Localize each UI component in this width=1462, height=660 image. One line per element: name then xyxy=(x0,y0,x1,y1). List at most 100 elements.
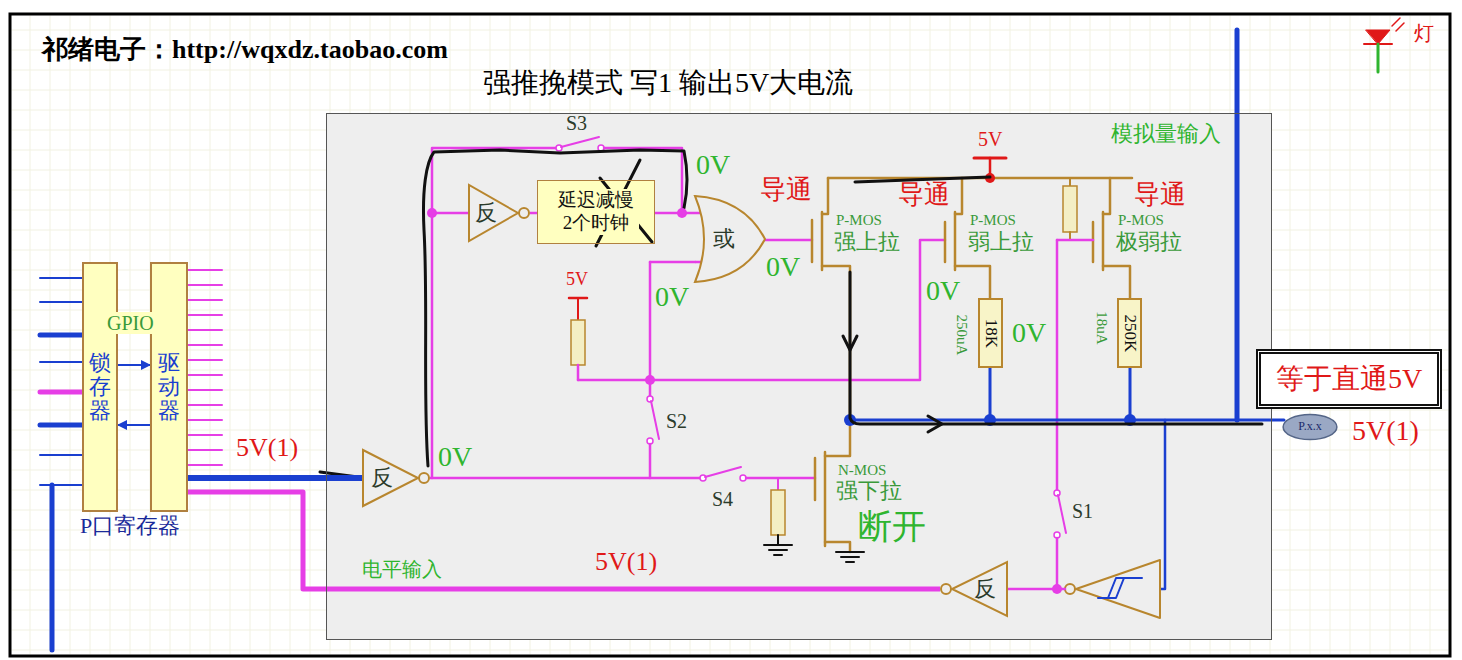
hysteresis-symbol xyxy=(1098,578,1142,598)
mosfet-symbol xyxy=(1092,222,1095,262)
inverter-gate: 反 xyxy=(362,448,430,508)
mosfet-symbol xyxy=(814,458,817,500)
annotation-label: P-MOS xyxy=(970,212,1016,229)
annotation-label: 灯 xyxy=(1414,22,1434,44)
bus-line xyxy=(188,269,222,271)
resistor-symbol xyxy=(771,490,785,535)
annotation-label: 0V xyxy=(655,282,689,313)
wire xyxy=(432,477,700,480)
connector xyxy=(188,492,940,589)
grid-line xyxy=(12,110,1448,111)
bus-line xyxy=(188,389,222,391)
wire xyxy=(989,368,992,420)
switch-contact xyxy=(1054,490,1060,496)
inverter-outline xyxy=(469,185,518,241)
annotation-label: 5V xyxy=(978,128,1002,150)
grid-line xyxy=(1430,16,1431,654)
grid-line xyxy=(1310,16,1311,654)
schmitt-trigger xyxy=(1076,560,1160,618)
node-text: 等于直通5V xyxy=(1276,364,1422,395)
annotation-label: 导通 xyxy=(1134,181,1186,210)
node-text: 250K xyxy=(1120,314,1139,352)
chip-fill xyxy=(326,113,1272,640)
mosfet-symbol xyxy=(1103,266,1130,298)
bus-line xyxy=(188,284,222,286)
annotation-label: 导通 xyxy=(898,181,950,210)
lamp-icon xyxy=(1396,23,1404,31)
wire xyxy=(777,478,779,490)
wire xyxy=(650,261,695,264)
grid-line xyxy=(250,16,251,654)
annotation-label: S3 xyxy=(566,112,587,134)
annotation-label: 5V(1) xyxy=(595,548,657,577)
bus-line xyxy=(188,314,222,316)
node-text: 模拟量输入 xyxy=(1111,122,1221,146)
bus-line xyxy=(40,423,82,428)
inverter-bubble xyxy=(941,584,951,594)
grid-line xyxy=(1330,16,1331,654)
annotation-label: 250uA xyxy=(954,315,971,356)
lamp-icon xyxy=(1366,30,1390,44)
bus-line xyxy=(40,333,82,338)
inverter-bubble xyxy=(419,473,429,483)
grid-line xyxy=(1410,16,1411,654)
page-frame xyxy=(10,14,1450,656)
annotation-label: 0V xyxy=(438,442,472,473)
grid-line xyxy=(210,16,211,654)
switch-contact xyxy=(700,475,706,481)
resistor-symbol xyxy=(1063,186,1077,232)
annotation-label: 0V xyxy=(1012,318,1046,349)
annotation-label: 断开 xyxy=(858,508,926,545)
annotation-label: 弱上拉 xyxy=(968,230,1034,254)
annotation-label: GPIO xyxy=(105,312,156,334)
hand-drawn-path xyxy=(423,150,687,466)
mosfet-symbol xyxy=(811,220,814,262)
grid-line xyxy=(1350,16,1351,654)
annotation-label: 强下拉 xyxy=(836,479,902,503)
connector xyxy=(655,212,695,215)
node-text: 反 xyxy=(475,201,497,225)
grid-line xyxy=(310,16,311,654)
annotation-label: 0V xyxy=(926,276,960,307)
mosfet-symbol xyxy=(1103,178,1110,214)
bus-line xyxy=(850,419,1284,422)
delay-box: 延迟减慢 2个时钟 xyxy=(537,180,655,244)
wire xyxy=(1069,178,1071,186)
grid-line xyxy=(230,16,231,654)
node-text: P.x.x xyxy=(1298,420,1321,433)
ground-symbol xyxy=(764,544,792,546)
mosfet-symbol xyxy=(822,178,828,214)
grid-line xyxy=(12,650,1448,651)
hand-drawn-path xyxy=(850,272,1262,424)
annotation-label: 5V(1) xyxy=(236,434,298,463)
mosfet-symbol xyxy=(944,222,947,262)
junction-dot xyxy=(1052,584,1062,594)
bus-line xyxy=(40,277,82,279)
annotation-label: 0V xyxy=(696,150,730,181)
connector xyxy=(188,475,362,481)
annotation-label: 强上拉 xyxy=(834,230,900,254)
wire xyxy=(578,240,945,380)
bus-line xyxy=(40,454,82,456)
annotation-label: S2 xyxy=(666,410,687,432)
annotation-label: N-MOS xyxy=(838,462,886,479)
grid-line xyxy=(1290,16,1291,654)
mosfet-symbol xyxy=(821,212,824,270)
diagram-title: 强推挽模式 写1 输出5V大电流 xyxy=(483,68,853,99)
mosfet-symbol xyxy=(1102,212,1105,270)
switch-lever xyxy=(1058,495,1066,533)
bus-line xyxy=(188,449,222,451)
inverter-bubble xyxy=(519,208,529,218)
connector xyxy=(430,213,468,478)
hand-arrow xyxy=(843,336,857,350)
ground-symbol xyxy=(841,556,859,558)
annotation-label: 5V xyxy=(566,270,588,290)
bus-line xyxy=(50,485,55,650)
edge-label: 电平输入 xyxy=(362,558,442,580)
ground-symbol xyxy=(769,549,787,551)
annotation-label: 极弱拉 xyxy=(1116,230,1182,254)
